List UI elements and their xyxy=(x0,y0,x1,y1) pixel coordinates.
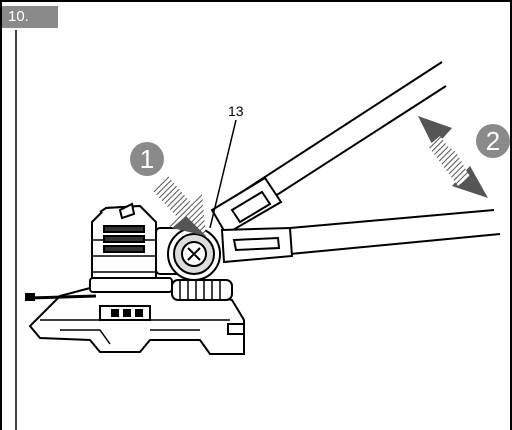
pivot-knob xyxy=(155,227,221,281)
step-number-badge: 10. xyxy=(2,6,58,28)
shaft-upper xyxy=(210,61,447,236)
marker-2: 2 xyxy=(476,124,510,158)
step-number-label: 10. xyxy=(8,8,29,25)
shaft-lower xyxy=(220,209,501,264)
arrow-1-icon xyxy=(152,176,206,236)
part-number-label: 13 xyxy=(228,103,244,119)
arrow-2-icon xyxy=(418,116,488,198)
part-number-callout: 13 xyxy=(228,103,244,119)
callout-leader xyxy=(209,119,237,229)
base-deck xyxy=(25,287,245,355)
motor-housing xyxy=(91,202,157,283)
marker-1: 1 xyxy=(130,142,164,176)
marker-2-label: 2 xyxy=(485,126,501,156)
adjustment-wheel xyxy=(89,277,233,301)
marker-1-label: 1 xyxy=(139,144,155,174)
